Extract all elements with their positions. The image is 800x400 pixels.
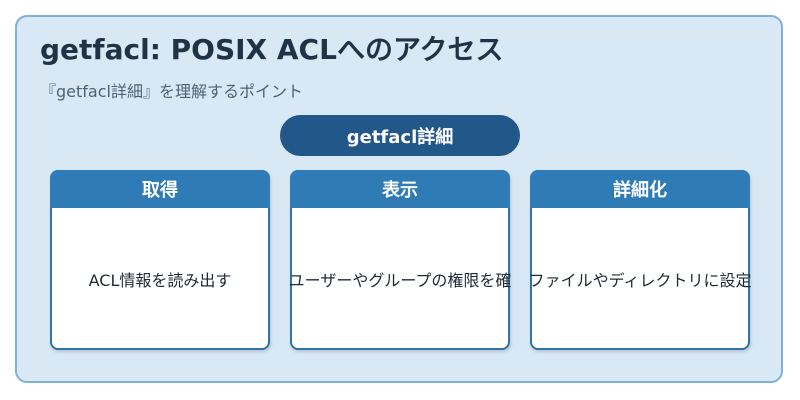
card-detail: 詳細化 ファイルやディレクトリに設定 xyxy=(528,170,752,350)
card-display-body: ユーザーやグループの権限を確 xyxy=(288,208,512,350)
card-acquire-title: 取得 xyxy=(142,180,178,201)
card-display-header: 表示 xyxy=(290,170,510,208)
page-title: getfacl: POSIX ACLへのアクセス xyxy=(40,33,504,66)
page-subtitle: 『getfacl詳細』を理解するポイント xyxy=(40,82,303,101)
card-acquire-header: 取得 xyxy=(50,170,270,208)
card-display-title: 表示 xyxy=(382,180,418,201)
card-detail-header: 詳細化 xyxy=(530,170,750,208)
card-detail-title: 詳細化 xyxy=(613,180,667,201)
card-detail-text: ファイルやディレクトリに設定 xyxy=(528,271,752,290)
card-detail-body: ファイルやディレクトリに設定 xyxy=(528,208,752,350)
center-node-label: getfacl詳細 xyxy=(346,126,454,148)
card-display: 表示 ユーザーやグループの権限を確 xyxy=(288,170,512,350)
center-node: getfacl詳細 xyxy=(280,115,520,156)
card-acquire-text: ACL情報を読み出す xyxy=(88,271,232,290)
card-acquire-body: ACL情報を読み出す xyxy=(50,208,270,350)
card-display-text: ユーザーやグループの権限を確 xyxy=(288,271,512,290)
card-acquire: 取得 ACL情報を読み出す xyxy=(50,170,270,350)
